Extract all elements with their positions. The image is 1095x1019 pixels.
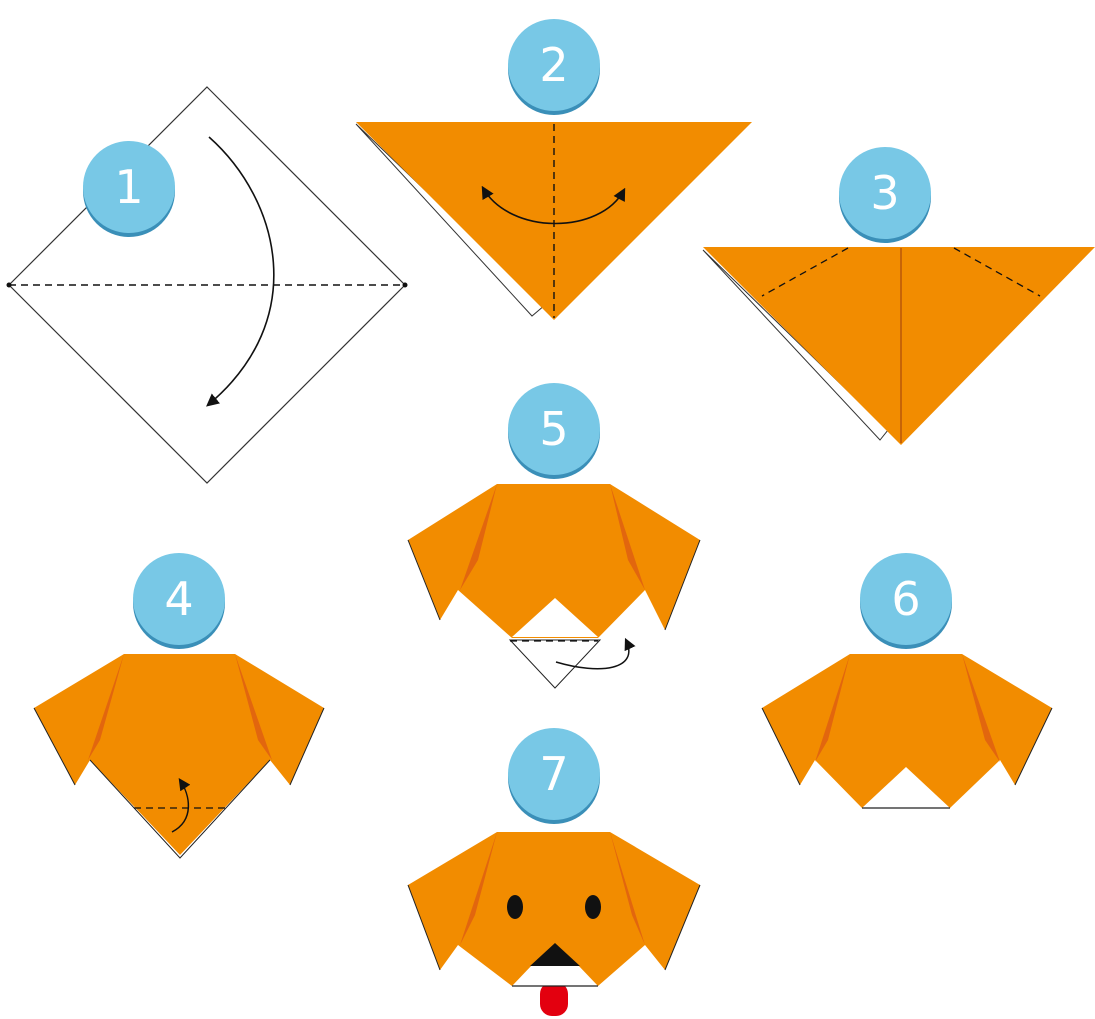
step-number: 2	[539, 38, 568, 92]
ear-right-shade	[962, 654, 1000, 762]
paper-underside	[702, 249, 889, 441]
step-badge-3: 3	[839, 147, 931, 243]
step-badge-5: 5	[508, 383, 600, 479]
fold-line-right	[953, 247, 1041, 297]
tongue	[540, 982, 568, 1016]
step-number: 4	[164, 572, 193, 626]
bottom-tip-white	[508, 639, 602, 689]
step-number: 3	[870, 166, 899, 220]
ear-right-shade	[235, 654, 272, 760]
ear-left-shade	[460, 832, 497, 945]
mouth-white	[512, 964, 598, 986]
dog-head	[408, 832, 700, 986]
crease-arrow	[481, 185, 626, 225]
dog-head	[762, 654, 1052, 808]
fold-arrow	[206, 136, 275, 407]
step-number: 7	[539, 747, 568, 801]
step-1	[6, 86, 408, 484]
step-6	[761, 654, 1053, 809]
step-2	[355, 122, 752, 320]
fold-back-arrow	[555, 637, 636, 670]
dog-head	[34, 654, 324, 855]
step-badge-1: 1	[83, 141, 175, 237]
fold-up-arrow	[171, 778, 191, 833]
ear-left-shade	[88, 654, 124, 760]
ear-right-shade	[610, 484, 645, 590]
step-badge-2: 2	[508, 19, 600, 115]
step-number: 5	[539, 402, 568, 456]
step-badge-6: 6	[860, 553, 952, 649]
inner-white-triangle	[512, 598, 598, 637]
step-7	[407, 832, 701, 1016]
ear-right-shade	[610, 832, 645, 945]
dog-head	[408, 484, 700, 638]
step-badge-7: 7	[508, 728, 600, 824]
step-4	[33, 654, 325, 859]
step-number: 1	[114, 160, 143, 214]
step-5	[407, 484, 701, 689]
eye-right	[585, 895, 601, 919]
fold-line-left	[761, 247, 849, 297]
ear-left-shade	[460, 484, 497, 590]
step-number: 6	[891, 572, 920, 626]
step-badge-4: 4	[133, 553, 225, 649]
eye-left	[507, 895, 523, 919]
ear-left-shade	[815, 654, 850, 762]
step-3	[702, 247, 1095, 445]
paper-triangle	[703, 247, 1095, 445]
nose-white	[862, 767, 950, 808]
nose	[530, 943, 580, 966]
